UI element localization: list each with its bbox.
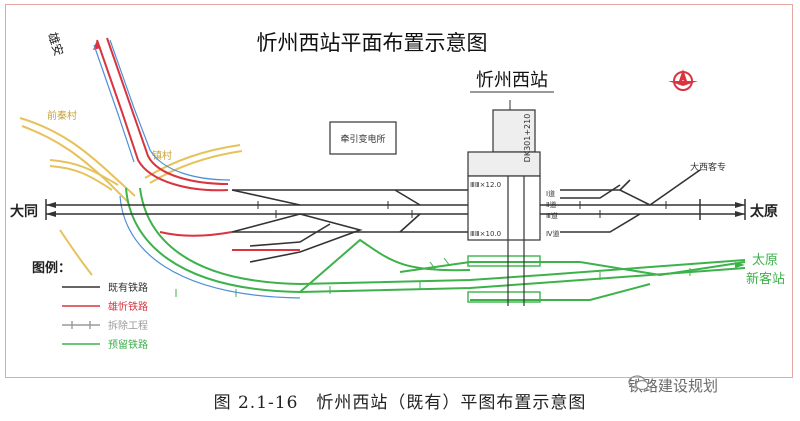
watermark-text: 铁路建设规划	[628, 377, 719, 395]
reserved-railway	[125, 187, 746, 301]
track-label-4: Ⅳ道	[546, 229, 559, 238]
village-label-zhen: 镇村	[152, 149, 172, 162]
legend: 既有铁路 雄忻铁路 拆除工程 预留铁路	[62, 281, 148, 351]
diagram-frame	[5, 4, 793, 378]
roads	[19, 117, 243, 276]
watermark: 铁路建设规划	[628, 375, 718, 396]
blue-guides	[93, 39, 301, 299]
daxi-label: 大西客专	[690, 161, 726, 173]
track-label-3: Ⅲ道	[546, 211, 558, 220]
track-label-2: Ⅱ道	[546, 200, 556, 209]
reserved-platforms	[467, 255, 541, 303]
taiyuan-new-label-2: 新客站	[746, 271, 785, 287]
mileage-label: DK301+210	[523, 114, 532, 163]
legend-label-demolish: 拆除工程	[108, 319, 148, 332]
buffer-stops	[45, 199, 746, 220]
legend-title: 图例：	[32, 260, 71, 276]
figure-caption: 图 2.1-16 忻州西站（既有）平图布置示意图	[213, 393, 587, 413]
legend-label-existing: 既有铁路	[108, 281, 148, 294]
datong-label: 大同	[10, 203, 38, 220]
substation-label: 牵引变电所	[340, 133, 385, 145]
substation-box	[329, 121, 397, 155]
diagram-title: 忻州西站平面布置示意图	[257, 31, 488, 55]
existing-railway	[46, 169, 745, 263]
xiongan-label: 雄安	[45, 30, 67, 57]
wechat-icon	[628, 375, 649, 391]
village-label-qianqin: 前秦村	[47, 109, 77, 122]
compass-icon	[668, 69, 698, 91]
taiyuan-label: 太原	[750, 203, 778, 220]
legend-label-xiongxin: 雄忻铁路	[108, 300, 148, 313]
existing-switch-marks	[257, 201, 667, 218]
legend-label-reserved: 预留铁路	[108, 338, 148, 351]
xiongxin-railway	[96, 37, 300, 251]
direction-arrows	[46, 202, 745, 268]
platform-label-1: ⅢⅢ×12.0	[470, 181, 501, 189]
track-label-1: Ⅰ道	[546, 189, 555, 198]
station-building	[467, 109, 541, 306]
platform-label-2: ⅢⅢ×10.0	[470, 230, 501, 238]
reserved-switch-marks	[175, 257, 691, 297]
taiyuan-new-label-1: 太原	[752, 253, 778, 268]
station-name-label: 忻州西站	[476, 70, 548, 91]
legend-swatch-demolish	[62, 321, 100, 329]
